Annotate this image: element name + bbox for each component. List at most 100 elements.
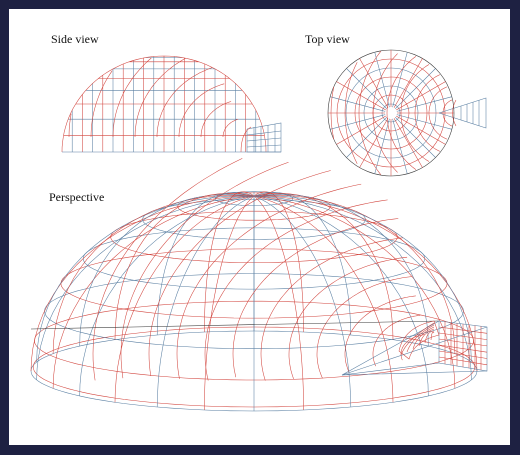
perspective-horizon-line <box>30 320 440 330</box>
perspective-screen-grid <box>438 350 488 359</box>
perspective-lens-mesh <box>412 326 435 350</box>
perspective-projection-arc <box>92 158 243 381</box>
perspective-projection-arc <box>288 256 408 379</box>
top-spoke <box>359 58 389 108</box>
top-view-drawing <box>327 49 487 177</box>
top-projection-arc <box>442 99 453 127</box>
perspective-meridian <box>156 192 255 336</box>
top-projection-arc <box>358 51 382 175</box>
perspective-projection-arc <box>120 161 289 379</box>
perspective-screen-grid <box>438 356 488 366</box>
perspective-frustum-ray <box>341 326 488 376</box>
perspective-meridian <box>253 193 429 347</box>
top-view-caption: Top view <box>305 32 350 46</box>
top-projection-arc <box>386 56 417 170</box>
perspective-meridian <box>253 195 472 380</box>
top-projection-arc <box>414 74 441 152</box>
side-lens-curve <box>240 126 252 153</box>
perspective-meridian <box>36 195 255 380</box>
perspective-projection-arc <box>204 199 388 381</box>
perspective-meridian <box>253 195 304 411</box>
side-projector-box <box>246 122 282 153</box>
perspective-base-ellipse <box>32 326 476 408</box>
side-dome-outline <box>61 55 267 153</box>
top-spoke <box>374 52 390 108</box>
perspective-meridian <box>79 195 255 396</box>
top-spoke <box>393 118 423 168</box>
side-projection-arc <box>222 119 239 137</box>
perspective-lens-mesh <box>430 331 435 341</box>
top-spoke <box>336 115 386 145</box>
perspective-projection-arc <box>232 218 399 378</box>
side-projector-grid <box>246 144 282 148</box>
perspective-meridian <box>156 195 255 408</box>
perspective-projection-arc <box>344 295 416 373</box>
perspective-screen-grid <box>438 332 488 340</box>
perspective-meridian <box>79 193 255 347</box>
perspective-projection-arc <box>260 237 403 381</box>
perspective-meridian <box>253 194 456 354</box>
top-spoke <box>393 58 423 108</box>
perspective-meridian <box>253 193 394 340</box>
perspective-lens-mesh <box>424 330 435 344</box>
perspective-projection-arc <box>148 170 331 377</box>
top-spoke <box>374 118 390 174</box>
perspective-frustum-ray <box>341 362 440 376</box>
perspective-meridian <box>253 191 304 333</box>
perspective-meridian <box>253 195 352 408</box>
figure-panel: Side view Top view Perspective <box>9 9 510 445</box>
perspective-meridian <box>114 193 255 340</box>
perspective-meridian <box>52 194 255 354</box>
perspective-projection-arc <box>316 276 412 379</box>
perspective-meridian <box>253 195 478 372</box>
side-view-caption: Side view <box>51 32 99 46</box>
side-projection-arc <box>112 57 152 138</box>
top-projection-arc <box>372 53 398 173</box>
top-lens-curve <box>452 99 457 127</box>
perspective-projection-arc <box>372 315 421 367</box>
perspective-meridian <box>114 195 255 403</box>
side-projector-grid <box>246 137 282 142</box>
side-projection-arc <box>178 83 225 137</box>
top-spoke <box>396 115 446 145</box>
perspective-caption: Perspective <box>49 190 105 204</box>
top-spoke <box>346 68 387 109</box>
top-spoke <box>330 96 386 112</box>
side-projector-grid <box>246 130 282 136</box>
top-projector-ray <box>438 112 462 121</box>
top-spoke <box>392 52 408 108</box>
perspective-lens-mesh <box>406 324 435 353</box>
perspective-meridian <box>36 195 255 363</box>
top-projector-box <box>460 97 487 129</box>
perspective-meridian <box>253 195 472 363</box>
perspective-lens <box>398 320 440 360</box>
top-projection-arc <box>344 62 358 164</box>
perspective-meridian <box>253 195 456 389</box>
top-projection-arc <box>330 86 335 140</box>
perspective-drawing <box>30 158 488 412</box>
side-projection-arc <box>134 58 186 138</box>
top-spoke <box>396 96 452 112</box>
perspective-meridian <box>204 195 255 411</box>
perspective-frustum-ray <box>341 370 488 376</box>
side-projection-arc <box>156 67 213 137</box>
top-projector-ray <box>438 105 462 114</box>
perspective-meridian <box>52 195 255 389</box>
side-view-drawing <box>61 55 282 153</box>
side-projection-arc <box>68 113 72 138</box>
perspective-screen-grid <box>438 344 488 353</box>
perspective-meridian <box>253 195 394 403</box>
top-spoke <box>396 81 446 111</box>
perspective-meridian <box>30 195 255 372</box>
dome-drawings <box>30 49 488 412</box>
top-spoke <box>396 114 452 130</box>
side-projection-arc <box>200 101 232 137</box>
perspective-projection-arc <box>176 183 362 379</box>
side-projection-arc <box>90 70 113 138</box>
top-spoke <box>392 118 408 174</box>
top-spoke <box>359 118 389 168</box>
top-projection-arc <box>400 64 430 162</box>
perspective-meridian <box>204 191 255 333</box>
top-spoke <box>336 81 386 111</box>
